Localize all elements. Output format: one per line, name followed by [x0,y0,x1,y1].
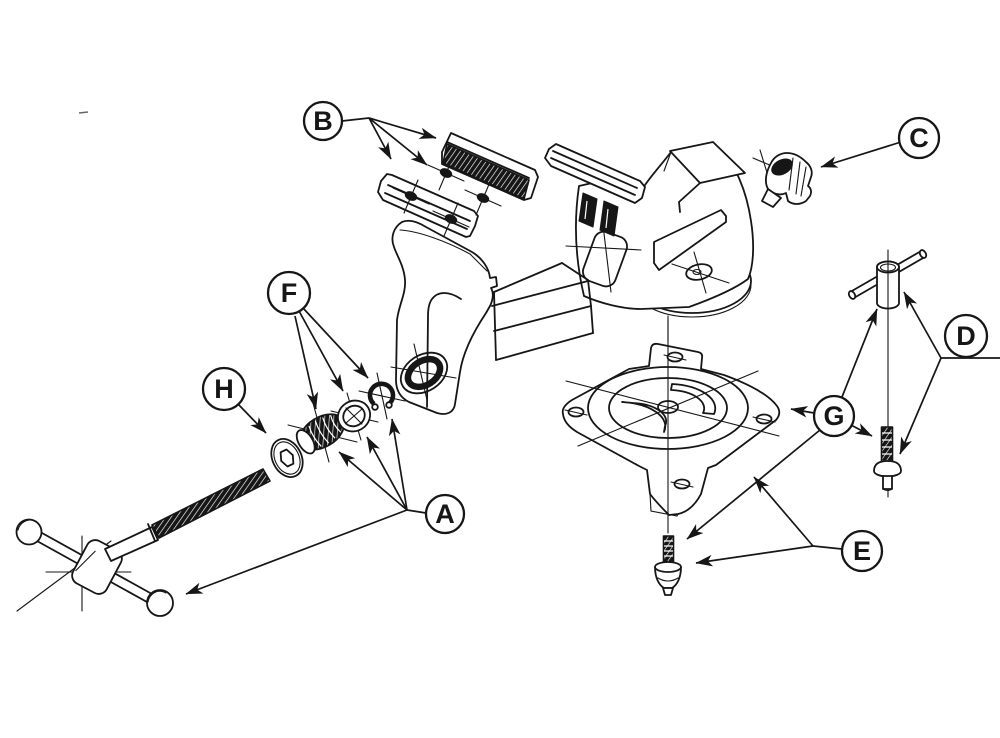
callout-c: C [897,116,941,160]
base-lug-hole [752,413,776,425]
insert-screw [464,181,502,216]
retaining-ring [358,372,406,420]
callout-f: F [266,270,312,316]
base-lug-hole [564,406,588,418]
callout-h-letter: H [214,374,234,404]
leader-lines-f [294,307,369,410]
insert-screw [427,156,465,191]
leader-lines-b [341,117,437,166]
callout-b-letter: B [313,106,333,136]
callout-a: A [424,493,466,535]
leader-lines-g [686,308,878,540]
screw-nut-boss [390,343,457,401]
callout-f-letter: F [281,278,298,308]
jaw-insert-plates [377,132,539,238]
base-lug-hole [670,478,694,490]
leader-lines-h [237,403,267,434]
threaded-bushing [287,402,358,463]
callout-b: B [302,100,344,142]
insert-screw [392,179,430,214]
callout-g: G [812,394,856,438]
callout-d: D [943,313,989,359]
callout-c-letter: C [909,123,929,153]
thrust-washer [270,438,304,478]
callout-e-letter: E [853,536,871,566]
callout-e: E [840,529,884,573]
callout-a-letter: A [435,499,455,529]
acorn-nut [654,561,682,596]
leader-lines-d [899,291,1000,455]
lock-stud [662,535,675,564]
serrated-jaw-insert [441,132,539,201]
leader-lines-c [820,141,902,168]
swivel-base [561,319,781,534]
pipe-jaw-insert [752,149,813,208]
screw-shank [104,526,159,562]
vise-main-body [544,141,755,342]
lock-bolt [873,426,902,492]
fixed-jaw-bar [544,143,646,204]
callout-d-letter: D [956,321,976,351]
lock-handle-nut [847,249,928,310]
handle-ball-end [15,518,43,546]
screw-washer [330,392,379,441]
insert-screw [432,202,470,237]
screw-threads [151,468,271,539]
leader-lines-e [695,476,843,567]
callout-h: H [201,366,247,412]
callout-g-letter: G [823,401,844,431]
slide-beam [491,262,594,361]
base-lug-hole [663,351,687,363]
scan-speck [78,111,89,114]
main-screw-assembly [15,468,271,617]
leader-lines-a [185,418,427,595]
handle-ball-end [146,589,174,617]
flange-stud-hole [671,251,730,294]
body-side-panel [653,209,727,271]
anvil-face [663,141,746,213]
jaw-screw-slots [578,192,619,237]
movable-jaw [390,219,498,415]
